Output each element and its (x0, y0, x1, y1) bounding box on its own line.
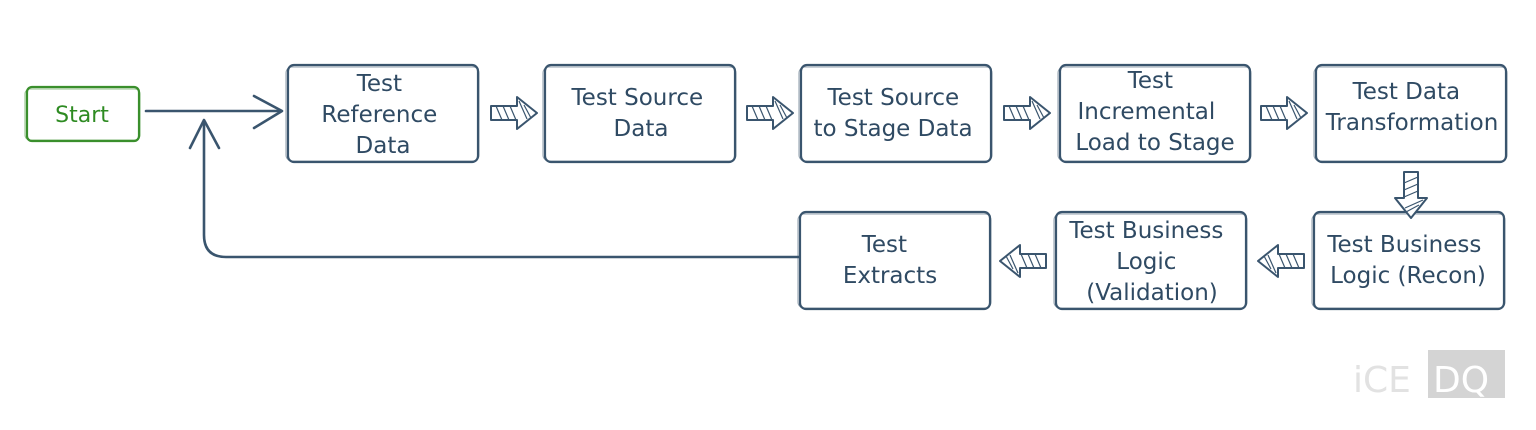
watermark-text: iCE (1353, 360, 1411, 401)
step-text: Test Business (1326, 232, 1481, 258)
svg-text:Test Source to Stage Dat: Test Source to Stage Data (813, 85, 972, 142)
svg-text:Test Business Logic (Rec: Test Business Logic (Recon) (1326, 232, 1488, 289)
step-text: Extracts (843, 263, 937, 289)
step-text: Test Source (827, 85, 960, 111)
step-text: Reference (321, 102, 437, 128)
flow-arrow-right-icon (1260, 96, 1308, 130)
flow-arrow-left-icon (1257, 244, 1305, 278)
flow-arrow-right-icon (746, 96, 794, 130)
loop-back-arrow (188, 118, 801, 259)
svg-text:Test Source Data: Test Source Data (571, 85, 711, 142)
flow-arrow-right-icon (490, 96, 538, 130)
step-box-test-source-data: Test Source Data (542, 63, 737, 164)
svg-text:Test Data Transformation: Test Data Transformation (1325, 79, 1499, 136)
svg-text:Test Extracts: Test Extracts (843, 232, 937, 289)
step-text: (Validation) (1086, 280, 1218, 306)
flow-arrow-right-icon (1003, 96, 1051, 130)
step-text: Incremental (1077, 99, 1215, 125)
step-text: Test (356, 71, 402, 97)
step-text: to Stage Data (813, 116, 972, 142)
step-text: Test (1127, 68, 1173, 94)
svg-text:Test Reference Dat: Test Reference Data (321, 71, 444, 159)
step-box-test-extracts: Test Extracts (797, 210, 992, 311)
svg-text:Test Business Logic: Test Business Logic (Validation) (1068, 218, 1230, 306)
svg-text:Test Incremental L: Test Incremental Load to Stage (1075, 68, 1234, 156)
step-box-test-incremental-load: Test Incremental Load to Stage (1057, 63, 1252, 164)
icedq-watermark-logo: iCE DQ (1353, 350, 1505, 401)
step-text: Test Data (1352, 79, 1461, 105)
watermark-boxed-text: DQ (1433, 360, 1489, 401)
step-text: Transformation (1325, 110, 1499, 136)
step-text: Load to Stage (1075, 130, 1234, 156)
step-box-test-data-transformation: Test Data Transformation (1313, 63, 1508, 164)
step-box-test-source-to-stage: Test Source to Stage Data (798, 63, 993, 164)
start-label: Start (55, 103, 109, 128)
step-box-test-business-logic-validation: Test Business Logic (Validation) (1053, 210, 1248, 311)
step-box-test-business-logic-recon: Test Business Logic (Recon) (1311, 210, 1506, 311)
step-text: Test (861, 232, 907, 258)
step-text: Data (614, 116, 669, 142)
flow-arrow-left-icon (999, 244, 1047, 278)
step-box-test-reference-data: Test Reference Data (285, 63, 480, 164)
step-text: Test Business (1068, 218, 1223, 244)
start-connector (144, 94, 284, 130)
step-text: Test Source (571, 85, 704, 111)
step-text: Logic (1116, 249, 1176, 275)
step-text: Logic (Recon) (1330, 263, 1486, 289)
step-text: Data (356, 133, 411, 159)
start-node: Start (24, 85, 141, 143)
